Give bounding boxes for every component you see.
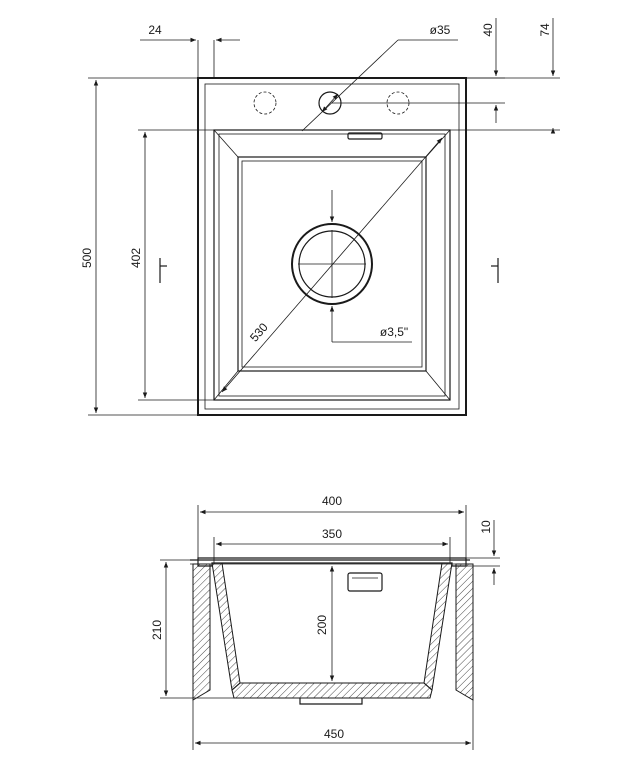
label-width-450: 450 <box>324 727 344 741</box>
label-top-offset-40: 40 <box>481 23 495 37</box>
bowl-wall-left <box>211 562 241 691</box>
cabinet-wall-right <box>455 563 474 701</box>
tap-hole-optional-left <box>253 91 277 115</box>
cabinet-wall-left <box>192 563 211 701</box>
section-view: 400 350 10 210 200 <box>150 494 500 750</box>
dimension-width-350: 350 <box>213 527 451 563</box>
sink-outer-outline <box>197 77 467 416</box>
label-width-400: 400 <box>322 494 342 508</box>
dimension-width-450: 450 <box>192 700 474 750</box>
dimension-depth-200: 200 <box>315 566 335 681</box>
dimension-hole-diameter: ø35 <box>301 23 458 132</box>
dimension-width-400: 400 <box>197 494 467 558</box>
dimension-top-offset-74: 74 <box>450 18 560 134</box>
label-rim-10: 10 <box>479 520 493 534</box>
sink-rim-flange <box>197 557 467 567</box>
label-overall-height: 500 <box>80 248 94 268</box>
dimension-drain-diameter: ø3,5" <box>329 190 412 343</box>
label-hole-diameter: ø35 <box>430 23 451 37</box>
label-bowl-height: 402 <box>129 248 143 268</box>
label-depth-210: 210 <box>150 620 164 640</box>
label-top-offset-74: 74 <box>538 23 552 37</box>
label-width-350: 350 <box>322 527 342 541</box>
dimension-bowl-height: 402 <box>129 129 214 401</box>
dimension-diagonal: 530 <box>221 137 443 393</box>
label-hole-offset: 24 <box>148 23 162 37</box>
bowl-wall-right <box>423 562 453 691</box>
bowl-outer-inner-line <box>218 133 446 397</box>
bowl-bottom <box>231 682 433 699</box>
dimension-overall-height: 500 <box>80 77 198 416</box>
bowl-outer-outline <box>213 129 451 401</box>
dimension-top-offset-40: 40 <box>332 18 505 123</box>
drain-body <box>299 698 363 705</box>
label-diagonal: 530 <box>247 320 271 345</box>
dimension-rim-10: 10 <box>466 520 500 585</box>
dimension-depth-210: 210 <box>150 559 234 699</box>
top-view: 24 ø35 40 74 5 <box>80 18 560 416</box>
sink-rim-inner-outline <box>204 83 460 410</box>
label-depth-200: 200 <box>315 615 329 635</box>
dimension-hole-offset: 24 <box>140 23 240 78</box>
label-drain-diameter: ø3,5" <box>380 325 408 339</box>
overflow-slot-side <box>347 572 383 592</box>
